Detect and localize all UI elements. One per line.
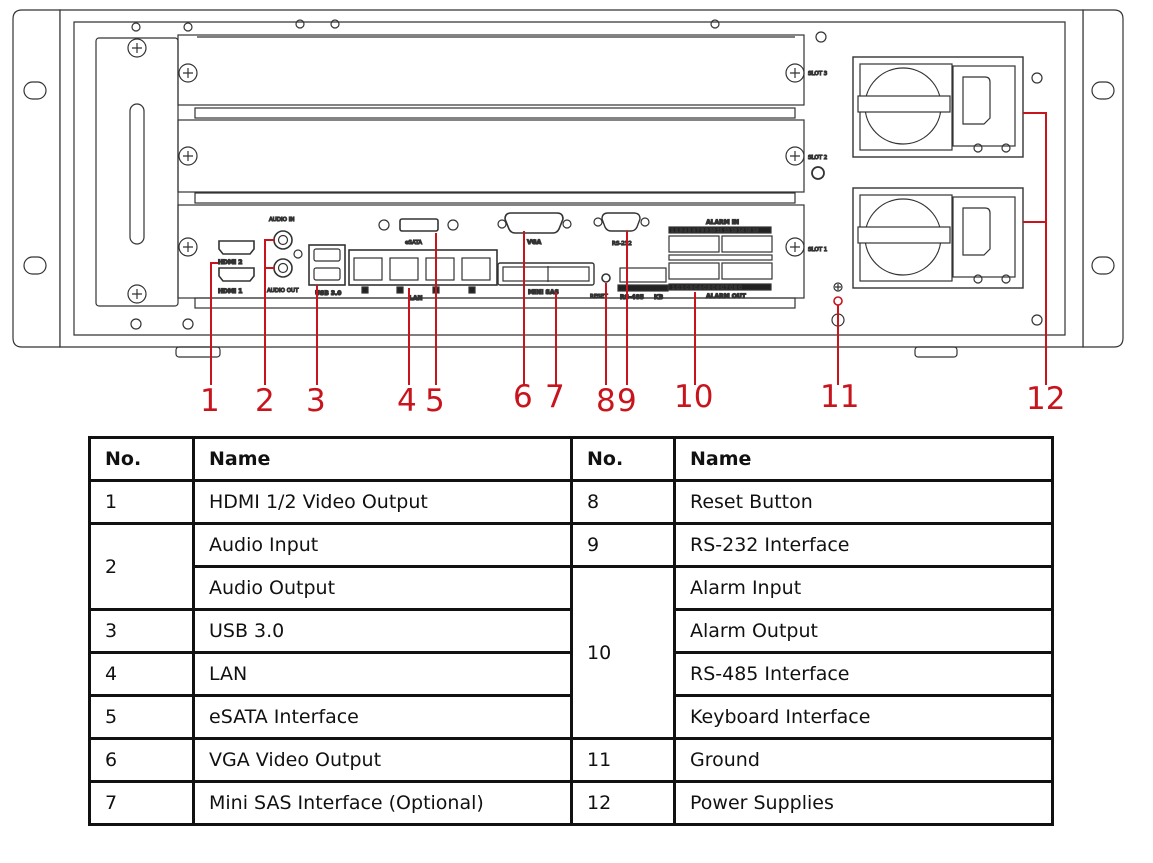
esata-port — [378, 218, 459, 232]
callout-11: 11 — [820, 379, 860, 415]
item-name: RS-485 Interface — [673, 651, 1054, 697]
callout-2: 2 — [255, 383, 275, 419]
expansion-slot-3 — [177, 34, 805, 119]
item-no: 4 — [88, 651, 195, 697]
esata-label: eSATA — [405, 240, 422, 246]
reset-button-icon — [601, 273, 611, 283]
table-row: 7 Mini SAS Interface (Optional) 12 Power… — [88, 780, 1054, 826]
vga-port — [497, 212, 572, 234]
callout-8: 8 — [596, 383, 616, 419]
item-no: 11 — [570, 737, 676, 783]
mini-sas-label: MINI SAS — [528, 289, 559, 296]
callout-5: 5 — [425, 383, 445, 419]
alarm-terminals — [668, 235, 773, 280]
table-row: Audio Output 10 Alarm Input — [90, 565, 1054, 740]
table-row: 6 VGA Video Output 11 Ground — [88, 737, 1054, 783]
item-no: 12 — [570, 780, 676, 826]
hdmi-ports — [218, 240, 255, 282]
lan-label: LAN — [409, 295, 423, 302]
hdmi2-label: HDMI 2 — [218, 259, 242, 266]
port-legend-table: No. Name No. Name 1 HDMI 1/2 Video Outpu… — [88, 436, 1054, 826]
item-name: Audio Input — [192, 522, 573, 568]
callout-10: 10 — [674, 379, 714, 415]
table-row: 1 HDMI 1/2 Video Output 8 Reset Button — [88, 479, 1054, 525]
callout-12: 12 — [1026, 381, 1066, 417]
table-row: 2 Audio Input 9 RS-232 Interface — [88, 522, 1054, 611]
item-name: Audio Output — [192, 565, 573, 611]
kb-label: KB — [654, 294, 664, 301]
item-name: RS-232 Interface — [673, 522, 1054, 568]
table-row: 5 eSATA Interface Keyboard Interface — [88, 694, 1054, 740]
item-name: Mini SAS Interface (Optional) — [192, 780, 573, 826]
callout-3: 3 — [306, 383, 326, 419]
callout-1: 1 — [200, 383, 220, 419]
io-board — [177, 204, 805, 309]
item-name: Alarm Output — [673, 608, 1054, 654]
table-row: 4 LAN RS-485 Interface — [88, 651, 1054, 697]
lan-ports — [348, 249, 498, 286]
rs232-port — [593, 212, 650, 232]
rear-panel-drawing: HDMI 2 HDMI 1 AUDIO IN AUDIO OUT USB 3.0… — [12, 9, 1124, 385]
hdmi1-label: HDMI 1 — [218, 288, 242, 295]
slot1-label: SLOT 1 — [808, 247, 827, 253]
header-name-left: Name — [192, 436, 573, 482]
rs232-label: RS-232 — [612, 241, 632, 247]
item-name: VGA Video Output — [192, 737, 573, 783]
item-name: LAN — [192, 651, 573, 697]
slot2-label: SLOT 2 — [808, 155, 827, 161]
item-name: eSATA Interface — [192, 694, 573, 740]
item-no: 6 — [88, 737, 195, 783]
item-name: Alarm Input — [673, 565, 1054, 611]
table-row: 3 USB 3.0 Alarm Output — [88, 608, 1054, 654]
rear-panel-diagram: HDMI 2 HDMI 1 AUDIO IN AUDIO OUT USB 3.0… — [0, 0, 1153, 430]
item-no: 9 — [570, 522, 676, 568]
item-name: USB 3.0 — [192, 608, 573, 654]
usb-ports — [308, 244, 346, 286]
item-name: Power Supplies — [673, 780, 1054, 826]
item-no: 7 — [88, 780, 195, 826]
rs485-kb-terminal — [619, 267, 667, 283]
item-no: 10 — [570, 565, 676, 740]
item-name: Ground — [673, 737, 1054, 783]
item-name: Keyboard Interface — [673, 694, 1054, 740]
alarm-in-label: ALARM IN — [706, 219, 739, 226]
left-rack-ear — [12, 9, 61, 348]
header-no-left: No. — [88, 436, 195, 482]
callout-4: 4 — [397, 383, 417, 419]
item-no: 2 — [88, 522, 195, 611]
callout-9: 9 — [617, 383, 637, 419]
item-name: HDMI 1/2 Video Output — [192, 479, 573, 525]
usb-label: USB 3.0 — [315, 290, 341, 297]
reset-label: RESET — [590, 294, 608, 300]
item-no: 3 — [88, 608, 195, 654]
item-name: Reset Button — [673, 479, 1054, 525]
header-no-right: No. — [570, 436, 676, 482]
power-supply-2 — [852, 187, 1024, 289]
blank-module — [95, 22, 194, 330]
power-supply-1 — [852, 56, 1024, 158]
item-no: 5 — [88, 694, 195, 740]
header-name-right: Name — [673, 436, 1054, 482]
vga-label: VGA — [527, 239, 542, 246]
item-no: 8 — [570, 479, 676, 525]
slot3-label: SLOT 3 — [808, 71, 828, 77]
alarm-in-numbers: 1 2 3 4 5 6 7 8 9 10 11 12 13 14 15 16 — [671, 228, 758, 234]
callout-7: 7 — [545, 379, 565, 415]
audio-in-label: AUDIO IN — [269, 217, 294, 223]
item-no: 1 — [88, 479, 195, 525]
expansion-slot-2 — [177, 119, 805, 204]
alarm-out-numbers: 1 C 2 C 3 C 4 C 5 C 6 C 7 C 8 C — [672, 285, 742, 291]
callout-6: 6 — [513, 379, 533, 415]
alarm-out-label: ALARM OUT — [706, 293, 747, 300]
audio-out-label: AUDIO OUT — [267, 288, 299, 294]
rs485-label: RS-485 — [620, 294, 644, 301]
mini-sas-port — [497, 262, 595, 286]
callout-leaders — [210, 112, 1047, 385]
table-header-row: No. Name No. Name — [88, 436, 1054, 482]
